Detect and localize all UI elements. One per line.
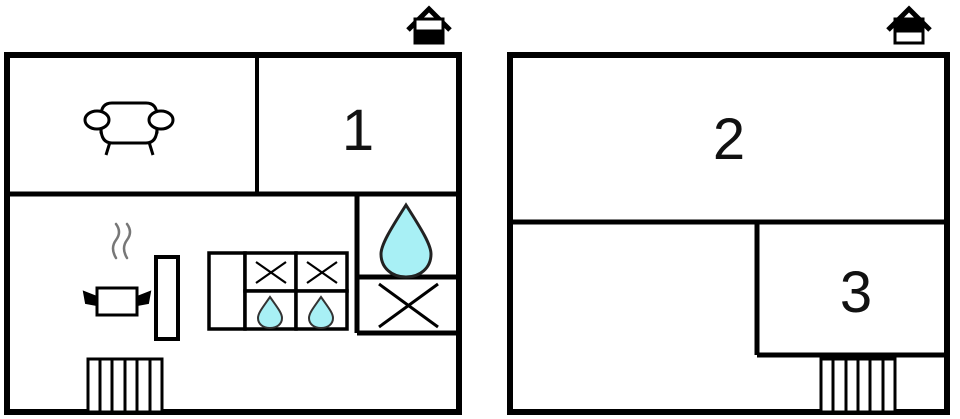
- shower-droplet-icon: [379, 202, 433, 279]
- ground-floor-plan: 1: [4, 5, 462, 415]
- room-1-label: 1: [342, 98, 374, 163]
- sofa-icon: [83, 101, 175, 156]
- room-2-label: 2: [713, 107, 745, 172]
- sink-droplet-icon: [307, 295, 335, 330]
- kitchen-counter: [207, 251, 349, 331]
- cooktop-burner-icon: [255, 261, 287, 284]
- sink-droplet-icon: [256, 295, 284, 330]
- house-icon-ground-floor: [406, 5, 452, 45]
- cooking-pot-icon: [82, 222, 152, 317]
- first-floor-plan: 2 3: [507, 5, 950, 415]
- appliance-x-icon: [378, 282, 439, 329]
- ground-floor-outer-wall: [4, 52, 462, 415]
- cooktop-burner-icon: [306, 261, 338, 284]
- radiator-icon: [819, 357, 897, 414]
- refrigerator-icon: [154, 255, 180, 341]
- radiator-icon: [86, 357, 164, 414]
- room-3-label: 3: [840, 260, 872, 325]
- house-icon-first-floor: [886, 5, 932, 45]
